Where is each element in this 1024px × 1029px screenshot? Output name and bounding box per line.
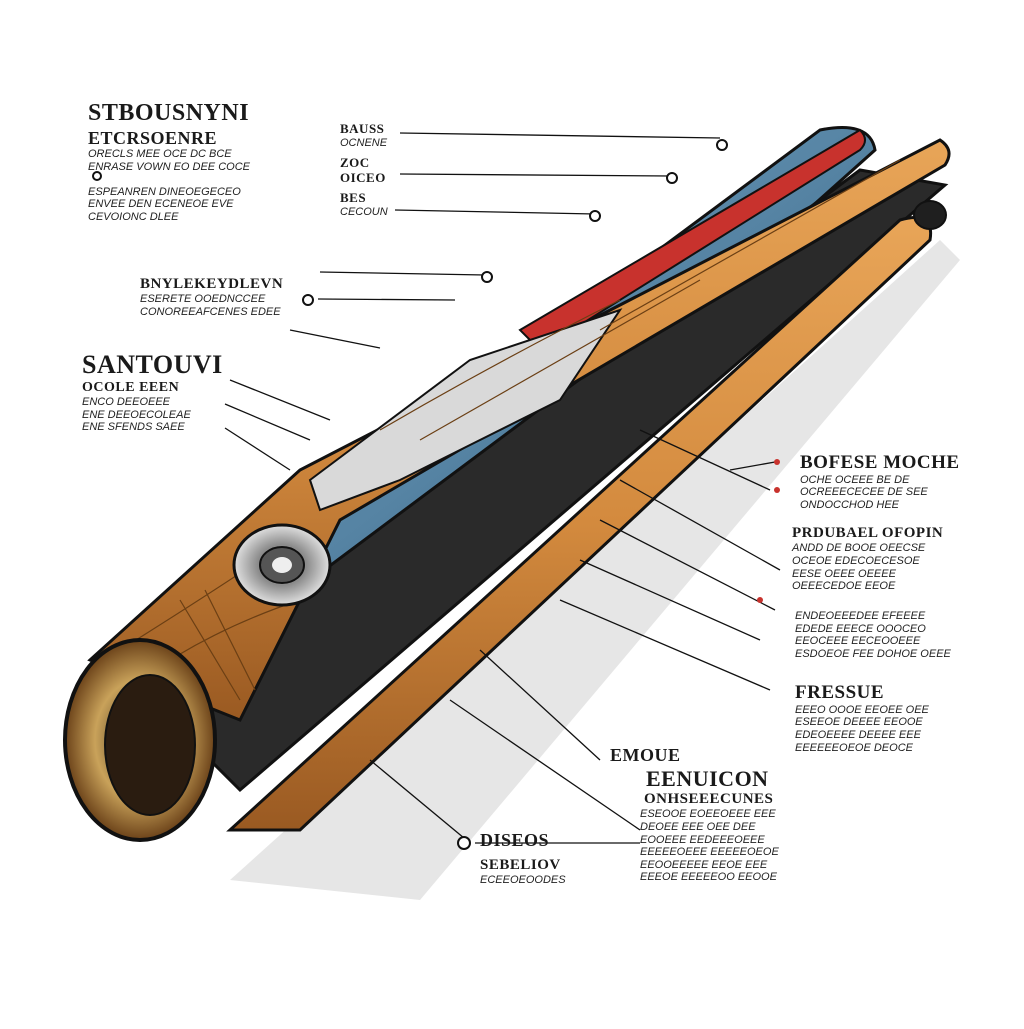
red-inner: [518, 128, 866, 352]
label-right-4: FRESSUE EEEO OOOE EEOEE OEE ESEEOE DEEEE…: [795, 682, 929, 754]
label-line: OICEO: [340, 169, 386, 185]
label-line: ESPEANREN DINEOEGECEO: [88, 185, 241, 198]
label-line: ESDOEOE FEE DOHOE OEEE: [795, 647, 951, 660]
label-bottom-mid-title3: ONHSEEECUNES: [644, 790, 774, 807]
rail-end-cap: [913, 200, 947, 230]
label-right-2: PRDUBAEL OFOPIN ANDD DE BOOE OEECSE OCEO…: [792, 525, 943, 593]
label-mid-left-title: BNYLEKEYDLEVN: [140, 276, 284, 292]
label-mid-left: BNYLEKEYDLEVN ESERETE OOEDNCCEE CONOREEA…: [140, 276, 283, 319]
label-line: EESE OEEE OEEEE: [792, 567, 896, 580]
label-line: EEEOE EEEEEOO EEOOE: [640, 871, 777, 884]
label-line: OCNENE: [340, 136, 388, 149]
label-bottom-left: DISEOS SEBELIOV ECEEOEOODES: [480, 830, 566, 887]
label-line: OCOLE EEEN: [82, 379, 180, 395]
label-right-2-title: PRDUBAEL OFOPIN: [792, 525, 944, 541]
label-line: EEEEEOEEE EEEEEOEOE: [640, 846, 779, 859]
label-line: ESEEOE DEEEE EEOOE: [795, 716, 923, 729]
label-line: DEOEE EEE OEE DEE: [640, 820, 756, 833]
label-right-3: ENDEOEEEDEE EFEEEE EDEDE EEECE OOOCEO EE…: [795, 610, 951, 661]
label-line: OCHE OCEEE BE DE: [800, 473, 910, 486]
label-line: ENE SFENDS SAEE: [82, 421, 185, 434]
label-line: ENDEOEEEDEE EFEEEE: [795, 610, 926, 622]
label-line: BAUSS: [340, 121, 385, 136]
label-line: EEEO OOOE EEOEE OEE: [795, 703, 929, 716]
label-line: ESEOOE EOEEOEEE EEE: [640, 808, 776, 821]
label-top-left: STBOUSNYNI ETCRSOENRE ORECLS MEE OCE DC …: [88, 100, 250, 223]
leader-lines: [224, 132, 781, 844]
label-line: ANDD DE BOOE OEECSE: [792, 542, 926, 555]
leader-dots: [92, 139, 728, 850]
label-line: ORECLS MEE OCE DC BCE: [88, 148, 232, 161]
label-line: OEEECEDOE EEOE: [792, 580, 896, 593]
label-line: EOOEEE EEDEEEOEEE: [640, 833, 765, 846]
label-line: ENRASE VOWN EO DEE COCE: [88, 160, 250, 173]
label-top-left-title: STBOUSNYNI: [88, 100, 250, 126]
label-line: CONOREEAFCENES EDEE: [140, 305, 281, 318]
label-line: CEVOIONC DLEE: [88, 210, 179, 223]
label-bottom-mid-title2: EENUICON: [646, 765, 769, 791]
label-line: EDEOEEEE DEEEE EEE: [795, 729, 921, 742]
label-line: ONDOCCHOD HEE: [800, 499, 900, 512]
label-bottom-mid: EMOUE EENUICON ONHSEEECUNES ESEOOE EOEEO…: [610, 745, 779, 884]
label-right-1: BOFESE MOCHE OCHE OCEEE BE DE OCREEECECE…: [800, 452, 960, 512]
label-line: ENE DEEOECOLEAE: [82, 408, 191, 421]
label-line: EEOCEEE EECEOOEEE: [795, 635, 921, 648]
label-line: OCREEECECEE DE SEE: [800, 486, 928, 499]
label-line: ECEEOEOODES: [480, 873, 566, 886]
label-bottom-left-sub: SEBELIOV: [480, 856, 561, 873]
label-bottom-mid-title1: EMOUE: [610, 745, 681, 765]
label-line: EEOOEEEEE EEOE EEE: [640, 858, 768, 871]
label-bottom-left-title: DISEOS: [480, 830, 550, 850]
label-right-4-title: FRESSUE: [795, 682, 885, 703]
label-line: OCEOE EDECOECESOE: [792, 554, 920, 567]
leader-red-dots: [757, 459, 780, 603]
label-line: ZOC: [340, 154, 370, 170]
label-line: EEEEEEOEOE DEOCE: [795, 741, 913, 754]
metal-inset: [308, 308, 623, 512]
label-line: EDEDE EEECE OOOCEO: [795, 622, 926, 635]
label-line: ENVEE DEN ECENEOE EVE: [88, 198, 234, 211]
label-line: ESERETE OOEDNCCEE: [140, 293, 266, 306]
label-line: ENCO DEEOEEE: [82, 395, 171, 408]
label-sant: SANTOUVI OCOLE EEEN ENCO DEEOEEE ENE DEE…: [82, 350, 223, 434]
label-top-mid: BAUSS OCNENE ZOC OICEO BES CECOUN: [340, 121, 388, 219]
label-line: BES: [340, 190, 367, 206]
label-right-1-title: BOFESE MOCHE: [800, 452, 960, 473]
cast-shadow: [230, 240, 960, 900]
label-line: CECOUN: [340, 206, 388, 219]
label-sant-title: SANTOUVI: [82, 350, 223, 379]
label-top-left-sub: ETCRSOENRE: [88, 127, 218, 148]
